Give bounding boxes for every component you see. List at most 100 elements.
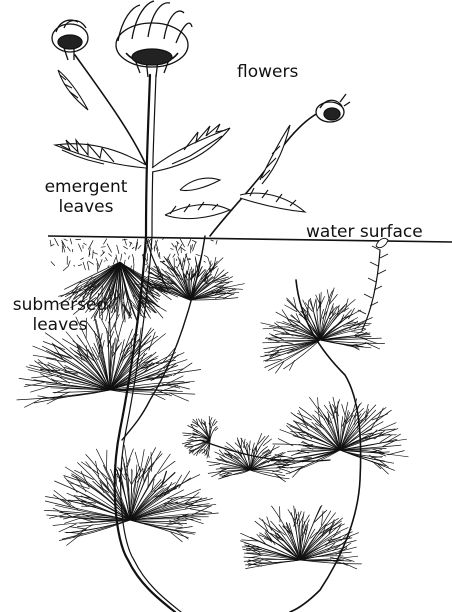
leaf-filament-dense [188,239,191,246]
leaf-filament-dense [124,253,125,255]
leaf-filament-fork [246,548,261,549]
leaf-filament-dense [208,257,211,265]
leaf-filament-dense [98,259,102,269]
leaf-filament-dense [50,240,51,245]
leaf-filament-dense [146,264,148,265]
label-emergent-leaves: emergent leaves [24,177,148,217]
label-flowers: flowers [237,62,298,82]
leaf-filament-fork [69,527,85,529]
leaf-filament-dense [177,263,180,269]
leaf-filament-fork [327,290,330,304]
leaf-filament-fork [280,469,290,472]
leaf-filament-dense [167,254,170,260]
upper-right-leaflets [358,238,388,314]
leaf-filament-dense [138,245,141,248]
leaf-filament-dense [146,265,149,272]
leaf-filament-dense [173,254,175,257]
leaf-filament-dense [145,257,147,263]
leaf-filament-dense [116,255,118,264]
label-emergent-line2: leaves [24,197,148,217]
leaf-filament-fork [258,436,265,444]
leaf-filament-fork [267,517,272,531]
leaf-filament-dense [78,265,81,266]
leaf-filament-dense [196,254,200,255]
leaf-filament-fork [40,370,60,371]
leaf-filament-dense [216,240,217,244]
leaf-filament-fork [162,472,167,487]
leaf-filament-fork [250,555,263,558]
leaf-filament-dense [128,256,129,259]
leaf-filament-fork [81,471,89,487]
leaf-filament-dense [93,252,97,254]
leaf-filament-dense [109,254,112,257]
leaf-filament-dense [124,246,128,249]
leaf-filament-dense [133,265,134,274]
leaf-filament-fork [59,524,76,532]
leaf-filament-fork [242,546,258,547]
leaf-filament-dense [186,255,189,264]
leaf-filament-fork [319,297,324,308]
leaf-filament-dense [88,241,93,250]
leaf-filament-fork [289,360,294,370]
leaf-filament-dense [101,247,105,248]
leaf-filament-fork [32,376,53,378]
label-water-surface-text: water surface [306,222,423,242]
leaf-filament [313,415,340,450]
leaf-filament-dense [79,244,82,252]
leaf-filament-dense [193,242,196,251]
leaf-filament-dense [107,244,111,253]
leaf-filament-dense [171,249,174,250]
leaf-filament-fork [210,418,213,424]
label-water-surface: water surface [306,222,423,242]
leaf-filament-fork [152,393,165,399]
flower-heads [52,1,350,122]
leaf-filament-fork [109,340,114,353]
leaf-filament-fork [184,493,199,505]
submersed-leaves [17,238,408,569]
leaf-filament-dense [104,239,107,244]
leaf-filament [320,340,359,348]
leaf-filament-dense [74,265,75,266]
leaf-filament-dense [113,258,115,265]
leaf-filament-dense [93,250,94,258]
leaf-filament-dense [70,239,72,244]
leaf-filament-fork [322,511,324,525]
leaf-filament-dense [108,266,109,268]
leaf-filament-fork [184,435,191,436]
leaf-filament [250,470,289,479]
leaf-filament-fork [161,471,166,486]
leaf-filament-dense [172,243,175,247]
leaf-filament-dense [68,261,70,266]
label-emergent-line1: emergent [24,177,148,197]
leaf-filament-fork [189,438,194,440]
leaf-filament-fork [278,476,286,482]
leaf-filament-fork [126,449,133,467]
leaf-filament-dense [163,239,164,240]
label-submersed-line2: leaves [4,315,116,335]
leaf-filament-dense [63,266,68,270]
label-submersed-line1: submersed [4,295,116,315]
leaf-filament-dense [83,262,85,270]
leaf-filament-dense [159,252,160,258]
leaf-filament-dense [51,262,55,266]
leaf-filament-dense [211,240,214,241]
leaf-filament-dense [96,259,99,267]
leaf-filament-fork [282,310,289,321]
leaf-filament-fork [293,467,303,477]
leaf-filament-dense [154,245,155,251]
leaf-filament-fork [303,515,310,526]
flower-large [116,1,192,77]
leaf-filament-dense [154,266,156,268]
leaf-filament-fork [65,518,81,523]
leaf-filament-dense [189,258,191,259]
leaf-filament-dense [105,258,107,261]
leaf-filament-fork [318,398,319,413]
label-submersed-leaves: submersed leaves [4,295,116,335]
leaf-filament-fork [209,464,220,466]
leaf-filament-dense [67,247,70,251]
leaf-filament-fork [228,289,242,290]
leaf-filament-fork [167,523,180,526]
leaf-filament [280,430,340,450]
leaf-filament-dense [204,255,207,257]
leaf-filament-dense [132,247,134,249]
